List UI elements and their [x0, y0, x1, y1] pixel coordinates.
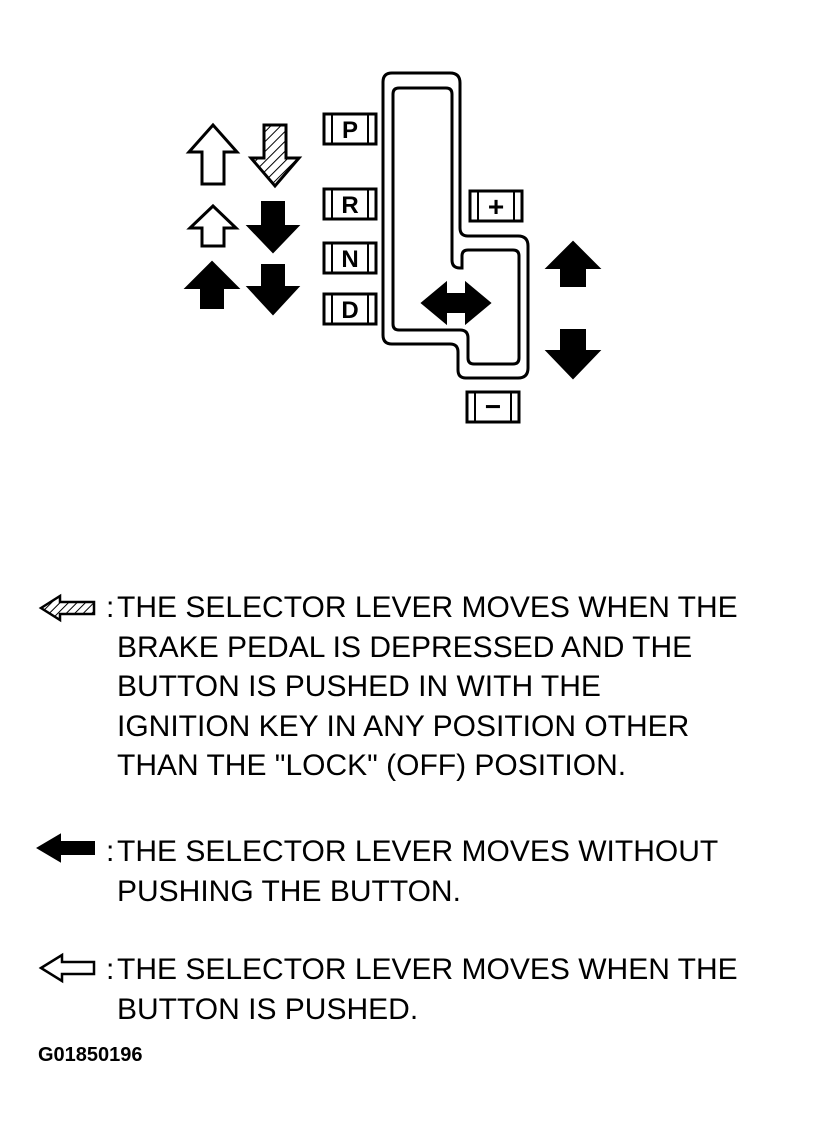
svg-text:N: N — [341, 246, 358, 273]
legend-text: THE SELECTOR LEVER MOVES WHEN THE BUTTON… — [117, 953, 738, 1026]
legend-colon: : — [106, 591, 115, 624]
svg-text:−: − — [485, 391, 501, 422]
hatched-arrow-icon — [38, 593, 96, 623]
position-label-p: P — [322, 112, 378, 146]
position-label-d: D — [322, 292, 378, 326]
svg-text:D: D — [341, 297, 358, 324]
hatched-down-arrow-icon — [247, 123, 303, 189]
legend-text: THE SELECTOR LEVER MOVES WITHOUT PUSHING… — [117, 835, 719, 908]
outline-up-arrow-icon — [186, 203, 240, 248]
minus-label: − — [465, 390, 521, 424]
solid-down-arrow-icon — [245, 201, 301, 254]
svg-text:P: P — [342, 117, 358, 144]
solid-left-right-arrow-icon — [420, 280, 492, 326]
solid-down-arrow-icon — [245, 264, 301, 316]
solid-up-arrow-icon — [544, 240, 602, 287]
solid-arrow-icon — [36, 833, 95, 863]
shift-gate-diagram: P R N D + — [183, 71, 602, 424]
svg-text:R: R — [341, 192, 358, 219]
gate-outline-inner — [391, 86, 521, 366]
figure-id: G01850196 — [38, 1044, 143, 1066]
legend-colon: : — [106, 953, 115, 986]
plus-label: + — [468, 189, 524, 223]
legend-text: THE SELECTOR LEVER MOVES WHEN THE BRAKE … — [117, 591, 738, 782]
solid-down-arrow-icon — [544, 329, 602, 380]
position-label-r: R — [322, 187, 378, 221]
outline-up-arrow-icon — [185, 122, 241, 186]
legend-colon: : — [106, 835, 115, 868]
svg-text:+: + — [488, 191, 504, 222]
solid-up-arrow-icon — [183, 260, 241, 309]
gate-outline-outer — [381, 71, 530, 380]
outline-arrow-icon — [38, 952, 96, 984]
position-label-n: N — [322, 241, 378, 275]
